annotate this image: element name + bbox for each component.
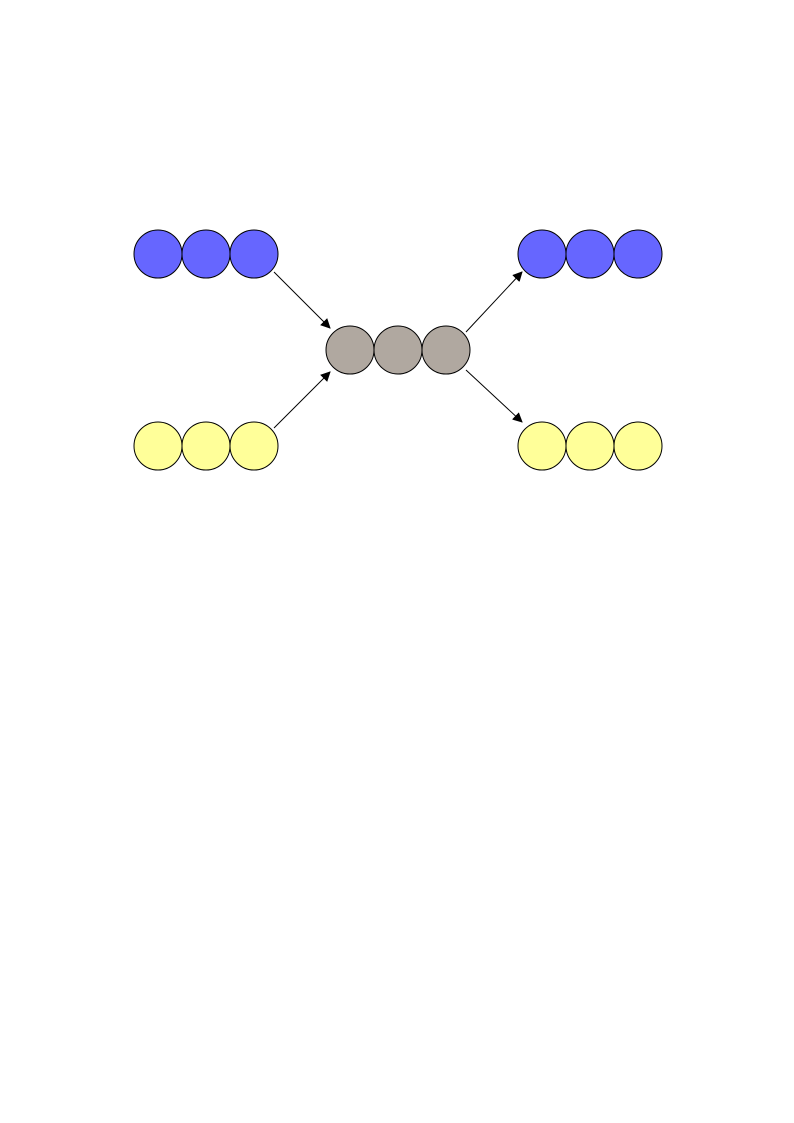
blue-output-circle [517,229,567,279]
gray-combined-circle [421,325,471,375]
gray-combined-circle [373,325,423,375]
yellow-output-circle [613,421,663,471]
gray-combined-group [325,325,471,375]
blue-output-circle [613,229,663,279]
arrow-gray-combined-to-yellow-output [465,369,523,423]
arrow-blue-input-to-gray-combined [273,271,331,329]
gray-combined-circle [325,325,375,375]
arrow-yellow-input-to-gray-combined [273,371,331,429]
yellow-output-circle [565,421,615,471]
arrow-gray-combined-to-blue-output [465,271,523,333]
blue-input-circle [229,229,279,279]
yellow-output-circle [517,421,567,471]
yellow-input-circle [133,421,183,471]
yellow-input-circle [229,421,279,471]
blue-input-group [133,229,279,279]
yellow-input-group [133,421,279,471]
yellow-output-group [517,421,663,471]
blue-output-circle [565,229,615,279]
arrows-layer [273,271,523,429]
blue-input-circle [181,229,231,279]
yellow-input-circle [181,421,231,471]
blue-output-group [517,229,663,279]
groups-layer [133,229,663,471]
blue-input-circle [133,229,183,279]
